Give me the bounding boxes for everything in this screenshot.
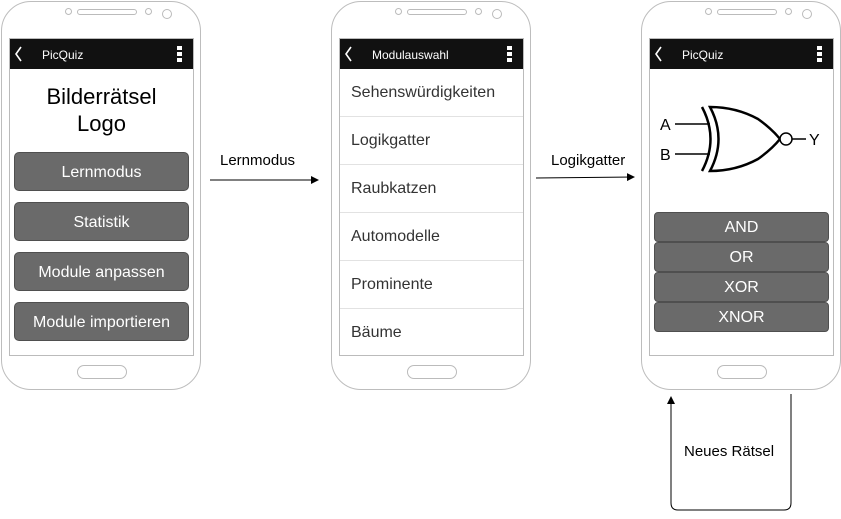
speaker-grille: [77, 9, 137, 15]
heading-line-2: Logo: [77, 111, 126, 136]
input-a-label: A: [660, 117, 671, 134]
arrow-logikgatter: [535, 173, 635, 182]
list-item-baeume[interactable]: Bäume: [351, 324, 402, 341]
statistik-button[interactable]: Statistik: [14, 202, 189, 241]
screen: PicQuiz Bilderrätsel Logo Lernmodus Stat…: [9, 38, 194, 356]
sensor-dot: [395, 8, 402, 15]
sensor-dot: [65, 8, 72, 15]
module-importieren-button[interactable]: Module importieren: [14, 302, 189, 341]
list-item-raubkatzen[interactable]: Raubkatzen: [340, 165, 523, 213]
label-lernmodus: Lernmodus: [220, 152, 296, 169]
app-bar: Modulauswahl: [340, 39, 523, 69]
list-item-prominente[interactable]: Prominente: [340, 261, 523, 309]
app-title: Modulauswahl: [372, 48, 449, 62]
quiz-heading: Bilderrätsel Logo: [10, 83, 193, 137]
answer-xor-button[interactable]: XOR: [654, 272, 829, 302]
heading-line-1: Bilderrätsel: [46, 84, 157, 109]
back-arrow-icon[interactable]: [342, 44, 356, 64]
module-anpassen-button[interactable]: Module anpassen: [14, 252, 189, 291]
list-item-sehenswuerdigkeiten[interactable]: Sehenswürdigkeiten: [340, 69, 523, 117]
arrow-neues-raetsel: [667, 394, 792, 511]
label-logikgatter: Logikgatter: [551, 152, 626, 169]
answer-xnor-button[interactable]: XNOR: [654, 302, 829, 332]
front-camera: [802, 9, 812, 19]
list-item-automodelle[interactable]: Automodelle: [340, 213, 523, 261]
input-b-label: B: [660, 147, 671, 164]
output-y-label: Y: [809, 132, 820, 149]
back-arrow-icon[interactable]: [652, 44, 666, 64]
overflow-menu-icon[interactable]: [507, 46, 513, 64]
home-button[interactable]: [717, 365, 767, 379]
list-item-logikgatter[interactable]: Logikgatter: [340, 117, 523, 165]
app-title: PicQuiz: [42, 48, 84, 62]
screen: Modulauswahl Sehenswürdigkeiten Logikgat…: [339, 38, 524, 356]
overflow-menu-icon[interactable]: [817, 46, 823, 64]
home-button[interactable]: [407, 365, 457, 379]
back-arrow-icon[interactable]: [12, 44, 26, 64]
sensor-dot: [705, 8, 712, 15]
screen: PicQuiz A B Y AND OR XOR XNOR: [649, 38, 834, 356]
sensor-dot: [785, 8, 792, 15]
speaker-grille: [717, 9, 777, 15]
label-neues-raetsel: Neues Rätsel: [684, 443, 775, 460]
sensor-dot: [145, 8, 152, 15]
app-title: PicQuiz: [682, 48, 724, 62]
answer-or-button[interactable]: OR: [654, 242, 829, 272]
speaker-grille: [407, 9, 467, 15]
overflow-menu-icon[interactable]: [177, 46, 183, 64]
phone-module-selection: Modulauswahl Sehenswürdigkeiten Logikgat…: [331, 1, 531, 390]
app-bar: PicQuiz: [650, 39, 833, 69]
lernmodus-button[interactable]: Lernmodus: [14, 152, 189, 191]
answer-and-button[interactable]: AND: [654, 212, 829, 242]
xor-gate-picture: A B Y: [660, 105, 820, 173]
phone-quiz-screen: PicQuiz A B Y AND OR XOR XNOR: [641, 1, 841, 390]
phone-start-screen: PicQuiz Bilderrätsel Logo Lernmodus Stat…: [1, 1, 201, 390]
sensor-dot: [475, 8, 482, 15]
home-button[interactable]: [77, 365, 127, 379]
front-camera: [492, 9, 502, 19]
front-camera: [162, 9, 172, 19]
app-bar: PicQuiz: [10, 39, 193, 69]
